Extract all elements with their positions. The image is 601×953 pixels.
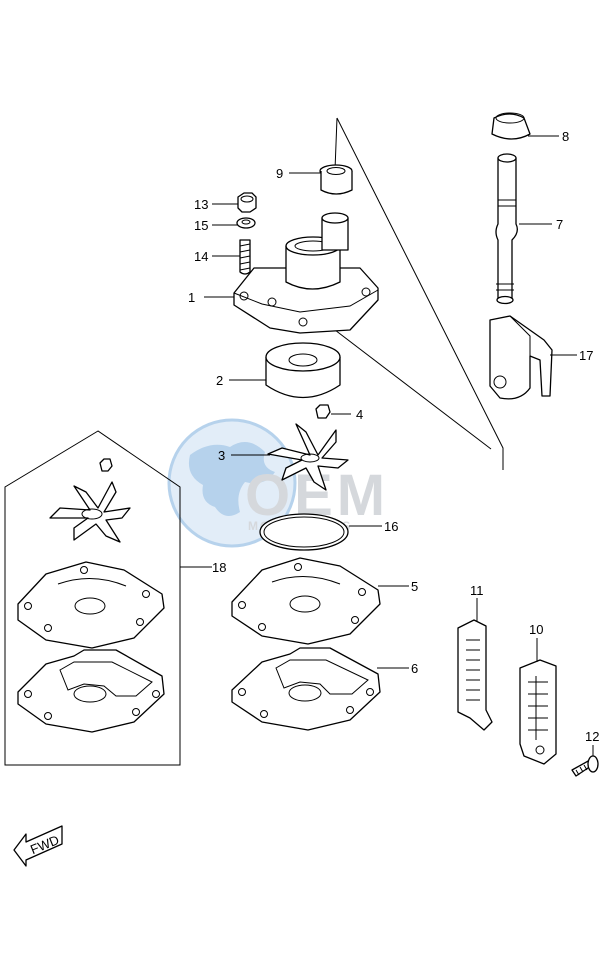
callout-16: 16 <box>384 519 398 534</box>
pump-case-part <box>233 212 379 334</box>
nut-part <box>237 192 257 213</box>
callout-9: 9 <box>276 166 283 181</box>
reference-line-lower <box>334 329 492 450</box>
callout-8: 8 <box>562 129 569 144</box>
callout-13: 13 <box>194 197 208 212</box>
plate-part <box>231 647 381 731</box>
kit-impeller <box>49 481 131 543</box>
kit-plate <box>17 649 165 733</box>
screen-cover-part <box>519 659 557 765</box>
watermark-continents <box>188 442 275 516</box>
fwd-arrow-icon: FWD <box>13 825 63 867</box>
leader-lines <box>180 135 594 756</box>
water-tube-part <box>495 153 518 305</box>
sleeve-part <box>319 164 353 195</box>
impeller-part <box>267 423 349 491</box>
tube-holder-part <box>489 315 553 400</box>
callout-11: 11 <box>470 583 484 598</box>
callout-10: 10 <box>529 622 543 637</box>
key-part <box>315 404 331 419</box>
callout-3: 3 <box>218 448 225 463</box>
kit-key <box>99 458 113 472</box>
repair-kit-outline <box>4 430 181 766</box>
callout-17: 17 <box>579 348 593 363</box>
fwd-label: FWD <box>28 832 61 857</box>
stud-part <box>239 239 251 275</box>
grommet-part <box>491 112 531 140</box>
callout-18: 18 <box>212 560 226 575</box>
callout-4: 4 <box>356 407 363 422</box>
gasket-part <box>231 557 381 645</box>
callout-12: 12 <box>585 729 599 744</box>
callout-1: 1 <box>188 290 195 305</box>
callout-5: 5 <box>411 579 418 594</box>
water-strainer-part <box>457 619 493 731</box>
insert-cartridge-part <box>265 342 341 399</box>
washer-part <box>236 217 256 229</box>
callout-6: 6 <box>411 661 418 676</box>
callout-2: 2 <box>216 373 223 388</box>
o-ring-part <box>259 513 349 551</box>
kit-gasket <box>17 561 165 649</box>
callout-15: 15 <box>194 218 208 233</box>
screw-part <box>571 755 599 777</box>
reference-lines <box>334 117 504 470</box>
callout-14: 14 <box>194 249 208 264</box>
callout-7: 7 <box>556 217 563 232</box>
